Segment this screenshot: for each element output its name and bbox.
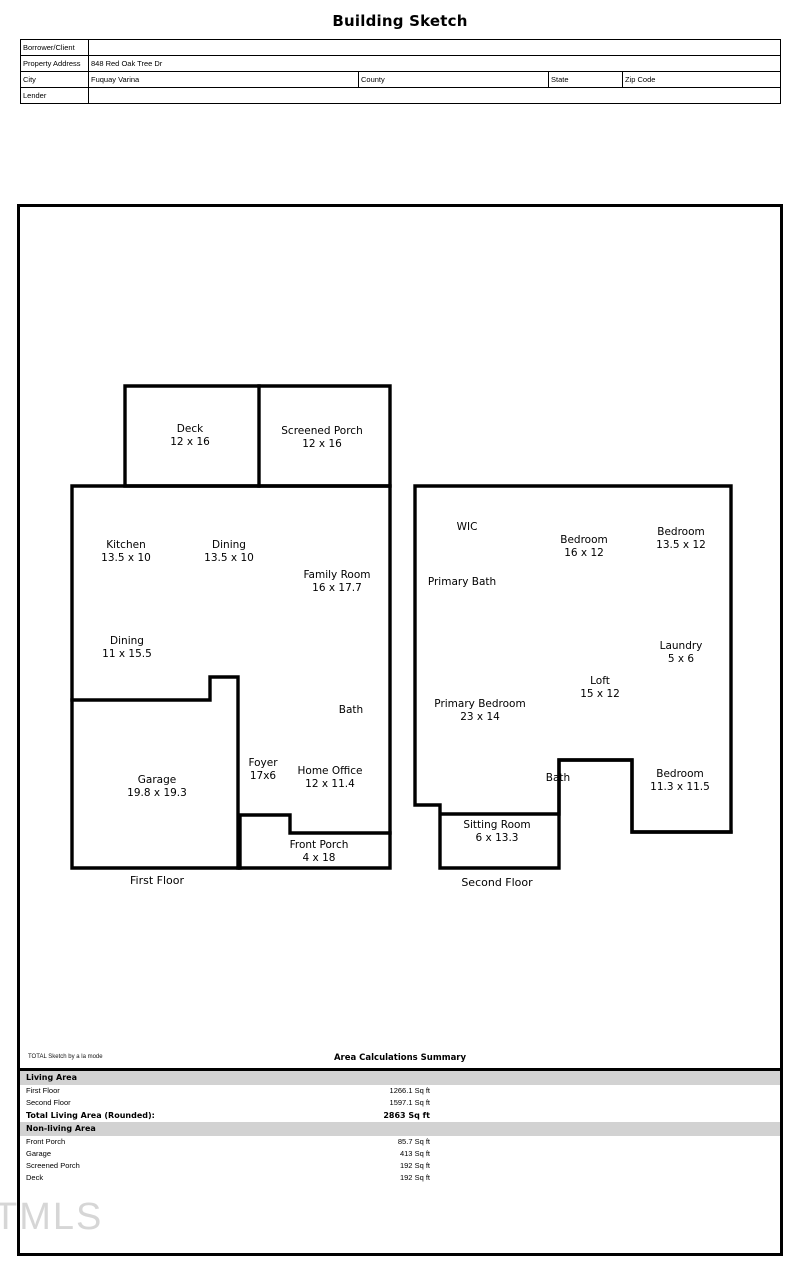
room-label-bedroom-16x12: Bedroom 16 x 12	[560, 534, 608, 559]
room-label-home-office: Home Office 12 x 11.4	[297, 765, 363, 790]
room-label-dining-upper: Dining 13.5 x 10	[204, 539, 254, 564]
mls-watermark: TMLS	[0, 1196, 104, 1238]
room-label-sitting-room: Sitting Room 6 x 13.3	[463, 819, 531, 844]
room-label-laundry: Laundry 5 x 6	[659, 640, 703, 665]
county-label: County	[358, 71, 549, 88]
non-living-area-band: Non-living Area	[20, 1121, 780, 1136]
borrower-label: Borrower/Client	[20, 39, 89, 56]
area-summary-divider	[20, 1068, 780, 1071]
calc-row-total-living-area: Total Living Area (Rounded): 2863 Sq ft	[26, 1110, 430, 1120]
table-row-lender: Lender	[20, 87, 781, 104]
city-value[interactable]: Fuquay Varina	[88, 71, 359, 88]
room-label-primary-bath: Primary Bath	[427, 576, 497, 588]
table-row-borrower: Borrower/Client	[20, 39, 781, 56]
calc-row-deck: Deck 192 Sq ft	[26, 1172, 430, 1182]
room-label-screened-porch: Screened Porch 12 x 16	[281, 425, 363, 450]
room-label-deck: Deck 12 x 16	[170, 423, 210, 448]
zip-code-label: Zip Code	[622, 71, 781, 88]
lender-label: Lender	[20, 87, 89, 104]
city-label: City	[20, 71, 89, 88]
room-label-family-room: Family Room 16 x 17.7	[303, 569, 371, 594]
calc-row-screened-porch: Screened Porch 192 Sq ft	[26, 1160, 430, 1170]
property-info-table: Borrower/Client Property Address 848 Red…	[20, 39, 781, 104]
lender-value[interactable]	[88, 87, 781, 104]
room-label-bedroom-13-5x12: Bedroom 13.5 x 12	[656, 526, 706, 551]
property-address-label: Property Address	[20, 55, 89, 72]
room-label-bedroom-11-3x11-5: Bedroom 11.3 x 11.5	[650, 768, 710, 793]
room-label-foyer: Foyer 17x6	[248, 757, 278, 782]
room-label-front-porch: Front Porch 4 x 18	[289, 839, 349, 864]
second-floor-caption: Second Floor	[461, 876, 533, 889]
calc-row-first-floor: First Floor 1266.1 Sq ft	[26, 1085, 430, 1095]
borrower-value[interactable]	[88, 39, 781, 56]
calc-row-garage: Garage 413 Sq ft	[26, 1148, 430, 1158]
area-calculations-summary: TOTAL Sketch by a la mode Area Calculati…	[20, 1053, 780, 1184]
table-row-city-county-state-zip: City Fuquay Varina County State Zip Code	[20, 71, 781, 88]
room-label-wic: WIC	[456, 521, 478, 533]
room-label-dining-lower: Dining 11 x 15.5	[102, 635, 152, 660]
first-floor-caption: First Floor	[129, 874, 185, 887]
area-summary-header: TOTAL Sketch by a la mode Area Calculati…	[20, 1053, 780, 1067]
living-area-band: Living Area	[20, 1070, 780, 1085]
room-label-bath-second-floor: Bath	[545, 772, 571, 784]
room-label-loft: Loft 15 x 12	[580, 675, 620, 700]
room-label-garage: Garage 19.8 x 19.3	[127, 774, 187, 799]
calc-row-front-porch: Front Porch 85.7 Sq ft	[26, 1136, 430, 1146]
area-summary-title: Area Calculations Summary	[333, 1053, 467, 1063]
state-label: State	[548, 71, 623, 88]
calc-row-second-floor: Second Floor 1597.1 Sq ft	[26, 1097, 430, 1107]
room-label-primary-bedroom: Primary Bedroom 23 x 14	[434, 698, 526, 723]
sketch-software-credit: TOTAL Sketch by a la mode	[28, 1054, 103, 1060]
property-address-value[interactable]: 848 Red Oak Tree Dr	[88, 55, 781, 72]
page-title: Building Sketch	[332, 12, 468, 30]
table-row-property-address: Property Address 848 Red Oak Tree Dr	[20, 55, 781, 72]
room-label-kitchen: Kitchen 13.5 x 10	[101, 539, 151, 564]
room-label-bath-first-floor: Bath	[338, 704, 364, 716]
